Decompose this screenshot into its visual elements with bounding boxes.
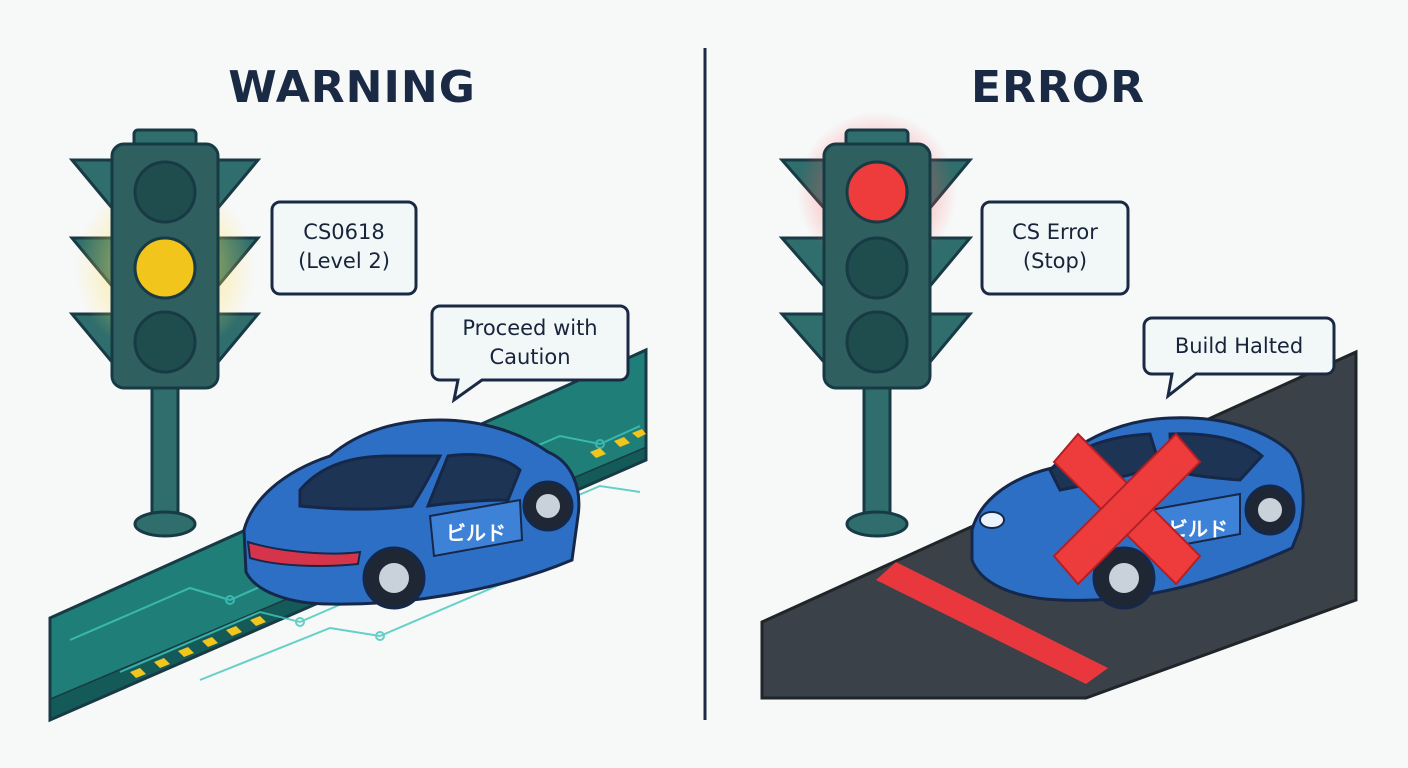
- road-chevrons: [130, 429, 646, 678]
- error-green-lamp: [845, 310, 909, 374]
- warning-car: ビルド: [242, 418, 581, 610]
- error-action-bubble: [1142, 316, 1336, 400]
- error-car: ビルド: [970, 416, 1305, 610]
- warning-green-lamp: [133, 310, 197, 374]
- error-traffic-light: [778, 112, 974, 538]
- warning-traffic-light: [68, 128, 262, 538]
- error-action-text: Build Halted: [1174, 334, 1304, 358]
- error-code-bubble: [980, 200, 1130, 296]
- warning-yellow-lamp: [133, 236, 197, 300]
- error-yellow-lamp: [845, 236, 909, 300]
- error-title: ERROR: [970, 62, 1146, 113]
- warning-code-text: CS0618 (Level 2): [298, 220, 390, 273]
- warning-action-bubble: [430, 304, 630, 404]
- error-code-text: CS Error (Stop): [1012, 220, 1098, 273]
- stop-line: [876, 562, 1108, 684]
- warning-action-text: Proceed with Caution: [462, 316, 598, 369]
- warning-red-lamp: [133, 160, 197, 224]
- warning-title: WARNING: [228, 62, 476, 113]
- warning-code-bubble: [270, 200, 418, 296]
- error-red-lamp: [845, 160, 909, 224]
- warning-car-label: ビルド: [446, 521, 506, 545]
- halt-cross-icon: [1052, 432, 1202, 586]
